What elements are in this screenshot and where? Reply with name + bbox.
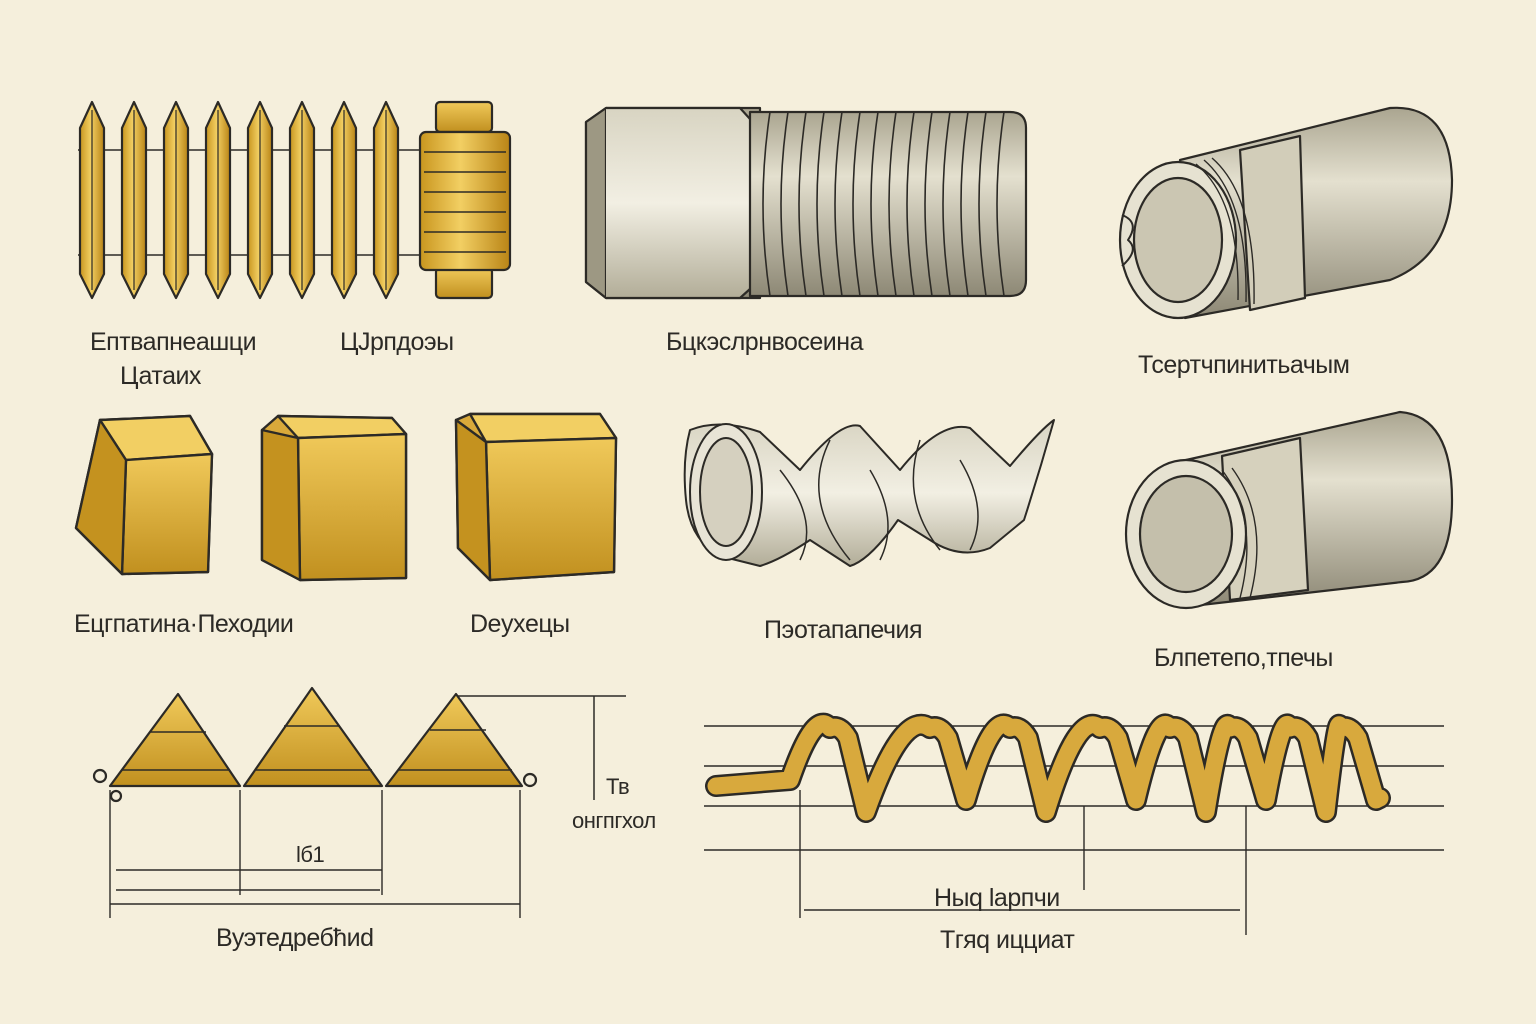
rod-thread: [816, 111, 825, 297]
gold-block-2: [260, 414, 408, 582]
triangle-pitch-label: lб1: [296, 842, 325, 867]
spring-coil-fill: [707, 715, 1389, 821]
rod-thread: [798, 111, 807, 297]
rod-thread: [780, 111, 789, 297]
spring-bottom-label: Тгяq ицциат: [940, 926, 1075, 954]
threaded-rod-label: Бцкэслрнвосеина: [666, 328, 863, 356]
triangle-sub-label: онгпгхол: [572, 808, 656, 833]
triangle-thread-profile: [92, 686, 626, 918]
rod-thread: [834, 111, 843, 297]
rod-thread: [924, 111, 933, 297]
spring-top-label: Ныq lарпчи: [934, 884, 1060, 912]
gold-block-3: [454, 412, 618, 582]
rod-thread: [996, 111, 1005, 297]
rod-thread: [870, 111, 879, 297]
rod-thread: [762, 111, 771, 297]
block-second-label: Deyxeцы: [470, 610, 570, 638]
cutter-label-c: ЦЈрпдоэы: [340, 328, 454, 356]
gold-disc-cutter: [78, 100, 512, 300]
auger-label: Пэотапапечия: [764, 616, 923, 644]
rod-threads: [762, 111, 1005, 297]
block-first-label: Ецгпатина·Пеходии: [74, 610, 294, 638]
rod-thread: [960, 111, 969, 297]
auger-helix: [683, 419, 1055, 567]
gold-block-1: [74, 414, 214, 576]
gold-spring: [704, 712, 1444, 935]
cutter-label-b: Цатаих: [120, 362, 201, 390]
rod-thread: [888, 111, 897, 297]
sleeve-label: Блпетепо,тпечы: [1154, 644, 1333, 672]
hollow-cap-label: Тсертчпинитьачым: [1138, 351, 1350, 379]
hollow-cap-cylinder: [1118, 106, 1454, 320]
rod-thread: [942, 111, 951, 297]
rod-thread: [852, 111, 861, 297]
cutter-fins: [78, 100, 400, 300]
threaded-rod: [584, 106, 1028, 300]
triangle-total-label: Вуэтедребћиd: [216, 924, 374, 952]
triangle-height-label: Тв: [606, 774, 630, 799]
sleeve-cylinder: [1124, 410, 1454, 610]
cutter-label-a: Ептвапнеашци: [90, 328, 257, 356]
rod-thread: [906, 111, 915, 297]
rod-thread: [978, 111, 987, 297]
